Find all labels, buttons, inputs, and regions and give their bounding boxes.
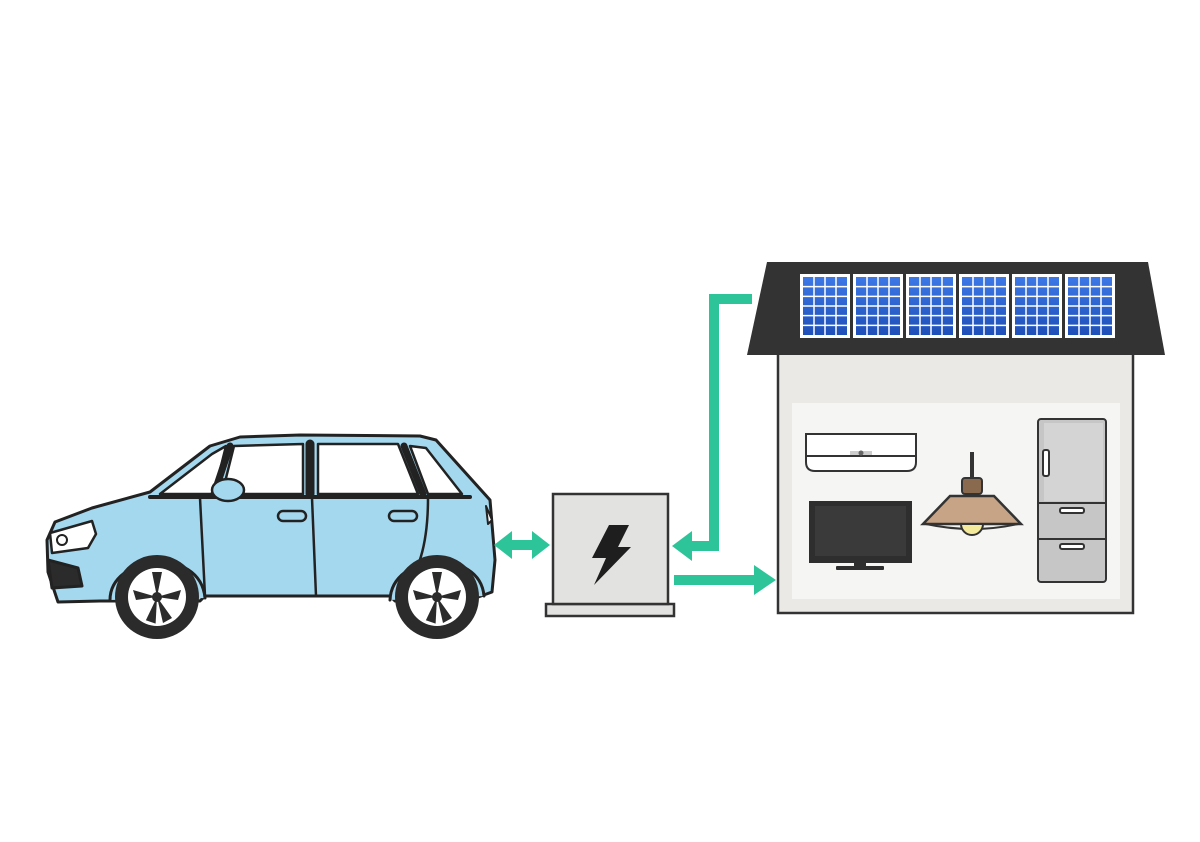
air-conditioner-icon [805, 433, 917, 472]
arrow-solar-to-charger [672, 294, 752, 561]
side-mirror [210, 477, 246, 503]
solar-panel [800, 274, 850, 338]
car-window-rear [316, 442, 420, 496]
arrow-car-charger-bidirectional [494, 531, 550, 559]
solar-panel [853, 274, 903, 338]
wheel-front [115, 555, 199, 639]
door-handle-front [276, 509, 308, 523]
charger-base [544, 602, 676, 618]
solar-panel [959, 274, 1009, 338]
lightning-bolt-icon [592, 525, 631, 585]
car-window-middle [220, 442, 305, 496]
lamp-icon [920, 452, 1024, 536]
arrow-charger-to-house [674, 565, 776, 595]
television-icon [809, 501, 912, 570]
front-grille [46, 558, 84, 590]
refrigerator-icon [1037, 418, 1107, 583]
solar-panels [800, 274, 1115, 338]
wheel-rear [395, 555, 479, 639]
car-window-back [408, 444, 464, 496]
car-window-front [158, 444, 228, 496]
solar-panel [906, 274, 956, 338]
solar-panel [1065, 274, 1115, 338]
solar-panel [1012, 274, 1062, 338]
door-handle-rear [387, 509, 419, 523]
